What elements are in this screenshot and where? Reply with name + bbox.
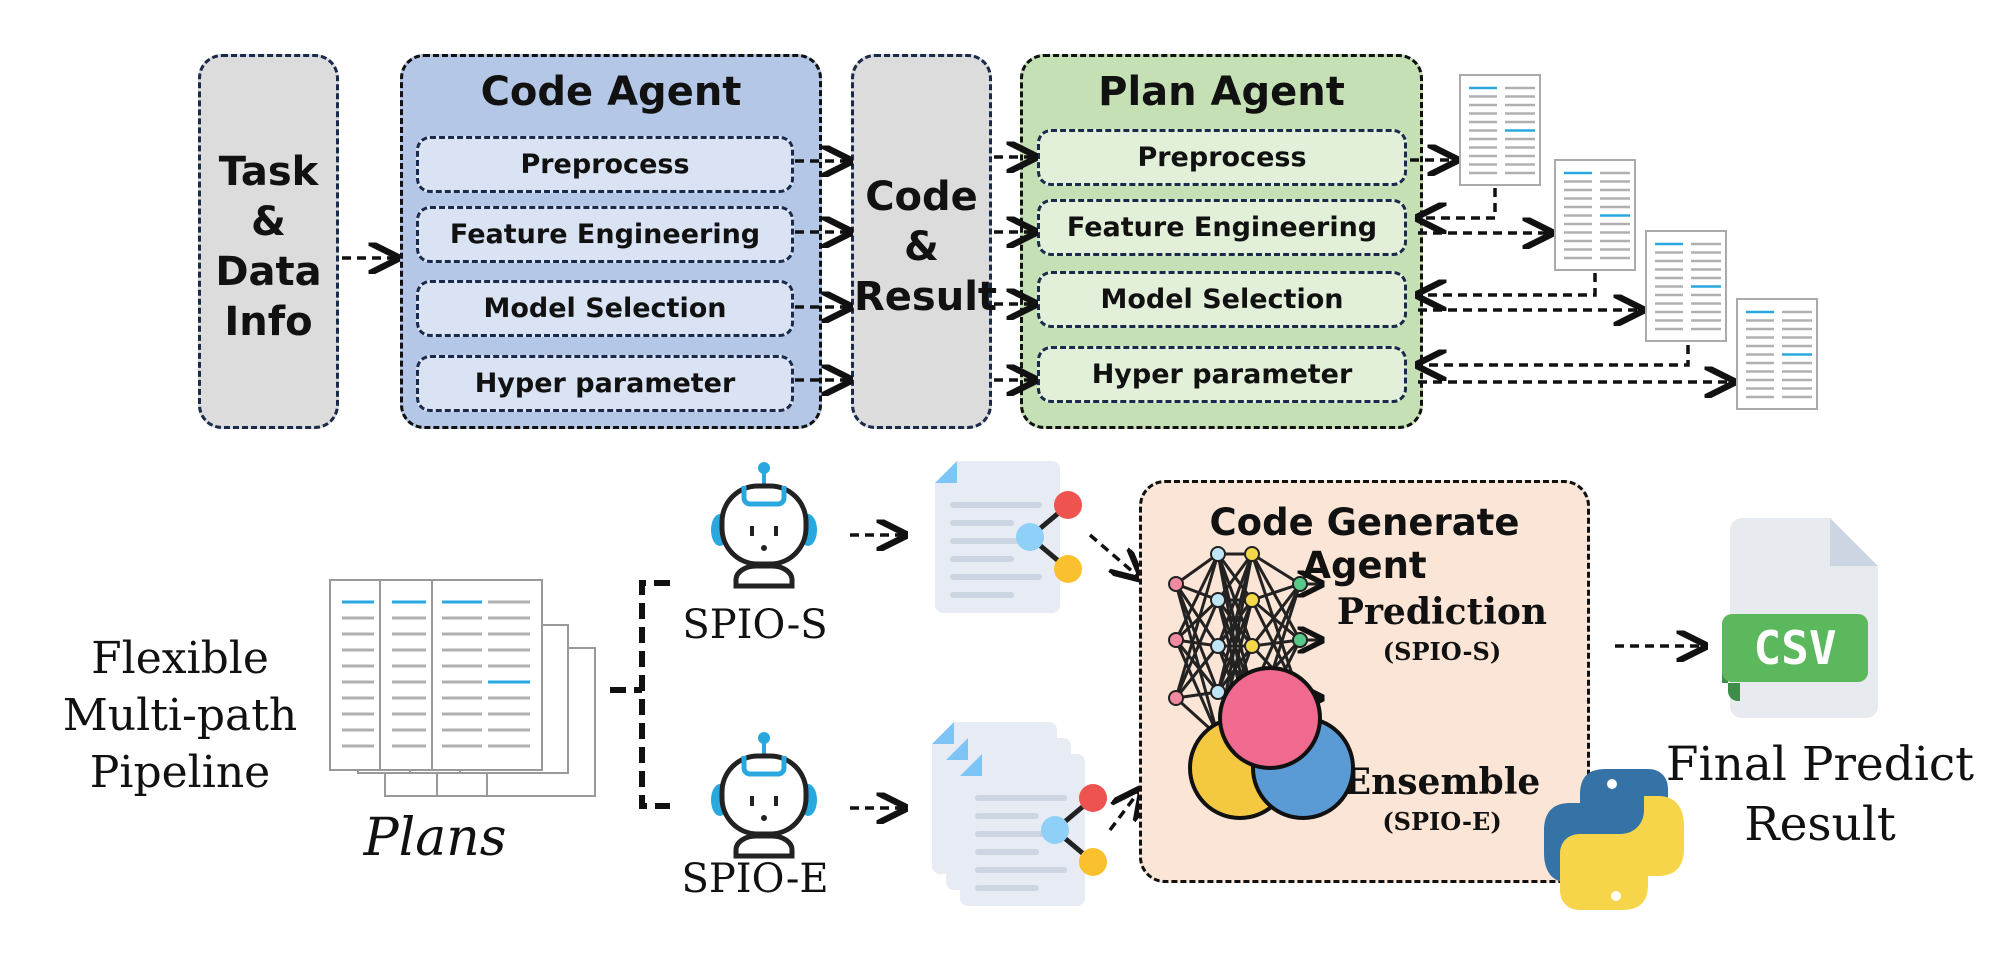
plan-step-preprocess: Preprocess	[1037, 129, 1407, 186]
pipeline-label: Flexible Multi-path Pipeline	[40, 630, 320, 801]
result-line: Result	[854, 274, 998, 320]
code-result-box: Code & Result	[851, 54, 998, 429]
plan-step-hyper-parameter: Hyper parameter	[1037, 346, 1407, 403]
tree-icon	[1041, 784, 1107, 876]
final-result-line-1: Final Predict	[1665, 737, 1975, 792]
arrow-doc3-back	[1418, 345, 1690, 365]
plan-document-icon	[1459, 74, 1541, 186]
amp-line: &	[904, 224, 939, 270]
tree-icon	[1016, 491, 1082, 583]
code-generate-agent-title: Code Generate Agent	[1209, 501, 1520, 587]
plan-page-icon	[329, 579, 543, 771]
final-result-label: Final Predict Result	[1640, 735, 2000, 855]
plan-agent-box: Plan Agent Preprocess Feature Engineerin…	[1020, 54, 1423, 429]
pipeline-label-line-2: Multi-path	[62, 690, 298, 741]
code-step-preprocess: Preprocess	[416, 136, 794, 193]
branch-bracket	[610, 580, 670, 809]
arrow-doc2-back	[1418, 273, 1597, 295]
plan-step-model-selection: Model Selection	[1037, 271, 1407, 328]
plan-document-icon	[1645, 230, 1727, 342]
csv-file-icon	[1722, 518, 1878, 718]
arrow-doc1-back	[1418, 188, 1497, 218]
robot-icon	[711, 462, 817, 589]
pipeline-label-line-3: Pipeline	[89, 747, 271, 798]
code-agent-title: Code Agent	[480, 69, 742, 115]
code-step-feature-engineering: Feature Engineering	[416, 206, 794, 263]
task-data-info-box: Task & Data Info	[198, 54, 339, 429]
robot-icon	[711, 732, 817, 859]
code-agent-box: Code Agent Preprocess Feature Engineerin…	[400, 54, 822, 429]
arrow-doc-s-to-agent	[1088, 533, 1140, 578]
amp-line: &	[251, 199, 286, 245]
info-line: Info	[224, 299, 313, 345]
prediction-sub-label: (SPIO-S)	[1382, 637, 1502, 666]
data-line: Data	[215, 249, 322, 295]
task-line: Task	[218, 149, 319, 195]
csv-badge-text: CSV	[1753, 621, 1837, 675]
ensemble-label: Ensemble	[1343, 761, 1541, 803]
spio-e-label: SPIO-E	[681, 856, 829, 902]
pipeline-label-line-1: Flexible	[91, 633, 269, 684]
ensemble-sub-label: (SPIO-E)	[1382, 807, 1502, 836]
spio-s-label: SPIO-S	[682, 602, 828, 648]
code-doc-icon	[960, 754, 1085, 906]
code-step-hyper-parameter: Hyper parameter	[416, 355, 794, 412]
venn-ensemble-icon	[1188, 666, 1355, 820]
plan-document-icon	[1736, 298, 1818, 410]
code-step-model-selection: Model Selection	[416, 280, 794, 337]
python-logo-icon	[1544, 769, 1684, 910]
plan-document-icon	[1554, 159, 1636, 271]
arrow-doc-e-to-agent	[1108, 790, 1140, 832]
plan-agent-title: Plan Agent	[1098, 69, 1345, 115]
final-result-line-2: Result	[1744, 797, 1896, 852]
plans-label: Plans	[363, 808, 507, 868]
prediction-label: Prediction	[1336, 591, 1548, 633]
code-line: Code	[865, 174, 978, 220]
code-doc-icon	[935, 461, 1060, 613]
plan-step-feature-engineering: Feature Engineering	[1037, 199, 1407, 256]
